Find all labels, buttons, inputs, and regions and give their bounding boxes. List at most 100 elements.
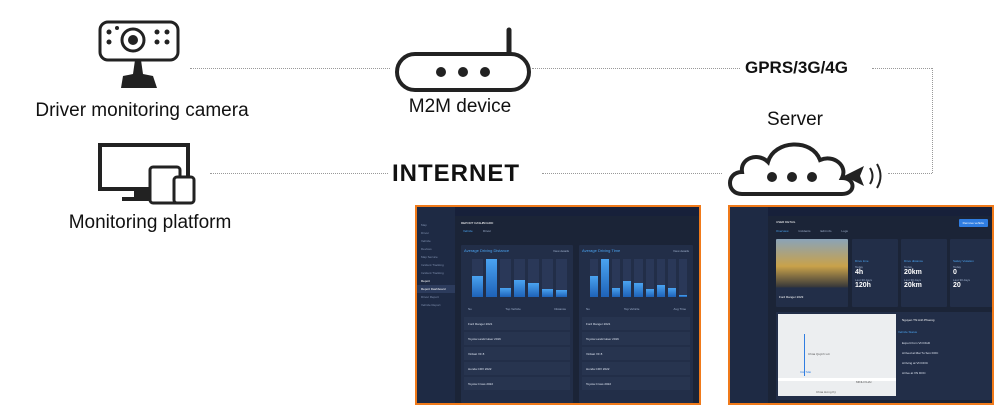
top-bar xyxy=(455,207,699,216)
sidebar-item[interactable]: Map xyxy=(421,223,427,227)
table-row[interactable]: Toyota Cross 2022 xyxy=(464,377,570,390)
bar-track xyxy=(542,259,553,297)
status-item: Arrived at Mai Tu Son DOC xyxy=(902,351,939,355)
today-label: Today xyxy=(855,265,864,269)
table-row[interactable]: Ford Ranger 2021 xyxy=(464,317,570,330)
table-row[interactable]: Vinfast VF 8 xyxy=(582,347,690,360)
tab-logs[interactable]: Logs xyxy=(841,229,848,233)
sidebar-item[interactable]: Map Service xyxy=(421,255,438,259)
bar xyxy=(623,281,632,297)
table-row[interactable]: Toyota Landcruiser 2016 xyxy=(464,332,570,345)
stat-label: Drive distance xyxy=(904,259,924,263)
sidebar-item[interactable]: Report xyxy=(421,279,431,283)
top-bar xyxy=(768,207,992,216)
sidebar-item[interactable]: Driver xyxy=(421,231,429,235)
bar-track xyxy=(634,259,643,297)
camera-label: Driver monitoring camera xyxy=(35,100,249,121)
tab-edit-info[interactable]: Edit info xyxy=(820,229,832,233)
chart-title: Average Driving Distance xyxy=(464,248,510,253)
last-label: Last 30 days xyxy=(953,278,971,282)
view-details-button[interactable]: View details xyxy=(673,249,689,253)
status-item: Arrive at VN DOC xyxy=(902,371,926,375)
bar xyxy=(500,287,511,297)
bar-track xyxy=(514,259,525,297)
bar-track xyxy=(678,259,687,297)
table-row[interactable]: Toyota Cross 2022 xyxy=(582,377,690,390)
col-header: Avg Time xyxy=(673,307,686,311)
table-row[interactable]: Toyota Landcruiser 2016 xyxy=(582,332,690,345)
link-to-server xyxy=(888,173,932,174)
bar xyxy=(678,295,687,297)
status-title: Vehicle Status xyxy=(898,330,918,334)
page-title: REPORT DASHBOARD xyxy=(461,221,494,225)
sidebar-item[interactable]: Driver Report xyxy=(421,295,439,299)
tab-vehicle[interactable]: Vehicle xyxy=(463,229,473,233)
chart-title: Average Driving Time xyxy=(582,248,621,253)
bar-track xyxy=(645,259,654,297)
driver-name: Nguyen Thi Anh Phuong xyxy=(902,318,935,322)
time-chart xyxy=(589,259,689,297)
bar-track xyxy=(623,259,632,297)
remove-vehicle-button[interactable]: Remove vehicle xyxy=(958,219,988,227)
table-row[interactable]: Ford Ranger 2021 xyxy=(582,317,690,330)
table-row[interactable]: Honda CRV 2022 xyxy=(582,362,690,375)
bar xyxy=(514,279,525,297)
m2m-label: M2M device xyxy=(408,96,512,117)
sidebar-item[interactable]: Incident Tracking xyxy=(421,263,444,267)
bar xyxy=(656,284,665,297)
table-row[interactable]: Vinfast VF 8 xyxy=(464,347,570,360)
today-label: Today xyxy=(953,265,962,269)
view-details-button[interactable]: View details xyxy=(553,249,569,253)
today-value: 4h xyxy=(855,269,864,276)
network-label: GPRS/3G/4G xyxy=(745,58,848,77)
bar xyxy=(667,287,676,297)
col-header: No xyxy=(468,307,472,311)
link-camera-m2m xyxy=(190,68,390,69)
link-vertical xyxy=(932,68,933,173)
link-internet-server xyxy=(542,173,722,174)
tab-incidents[interactable]: Incidents xyxy=(798,229,811,233)
bar-track xyxy=(612,259,621,297)
last-label: Last 30 days xyxy=(855,278,873,282)
bar xyxy=(528,282,539,297)
today-label: Today xyxy=(904,265,913,269)
sidebar-item[interactable]: Incident Tracking xyxy=(421,271,444,275)
last-value: 120h xyxy=(855,282,871,289)
last-label: Last 30 days xyxy=(904,278,922,282)
link-network-server xyxy=(872,68,932,69)
sidebar-item[interactable]: Vehicle Report xyxy=(421,303,441,307)
map[interactable]: Chùa Quỳnh Lôi Cây Mai MINH KHAI Chùa Hư… xyxy=(778,314,896,396)
sidebar-item[interactable]: Report Dashboard xyxy=(417,285,455,293)
stat-label: Safety Violation xyxy=(953,259,974,263)
bar-track xyxy=(556,259,567,297)
vehicle-name: Ford Ranger 2023 xyxy=(779,295,804,299)
tab-overview[interactable]: Overview xyxy=(776,229,789,233)
col-header: Top Vehicle xyxy=(505,307,521,311)
today-value: 20km xyxy=(904,269,922,276)
table-row[interactable]: Honda CRV 2022 xyxy=(464,362,570,375)
bar xyxy=(601,259,610,297)
bar xyxy=(612,287,621,297)
vehicle-card[interactable]: Ford Ranger 2023 xyxy=(776,239,848,307)
col-header: Distance xyxy=(554,307,566,311)
sidebar-item[interactable]: Vehicle xyxy=(421,239,431,243)
page-title: USER DETAIL xyxy=(776,220,796,224)
sidebar xyxy=(730,207,768,403)
status-item: Arriving at VN DOC xyxy=(902,361,929,365)
link-m2m-network xyxy=(532,68,740,69)
bar xyxy=(486,259,497,297)
last-value: 20 xyxy=(953,282,961,289)
router-icon xyxy=(395,27,531,92)
camera-icon xyxy=(98,20,180,88)
tab-driver[interactable]: Driver xyxy=(483,229,491,233)
internet-label: INTERNET xyxy=(392,160,520,187)
platform-label: Monitoring platform xyxy=(68,212,232,233)
bar xyxy=(556,290,567,297)
sidebar-item[interactable]: Devices xyxy=(421,247,432,251)
distance-card: Average Driving Distance View details No… xyxy=(461,245,573,403)
bar xyxy=(645,288,654,297)
